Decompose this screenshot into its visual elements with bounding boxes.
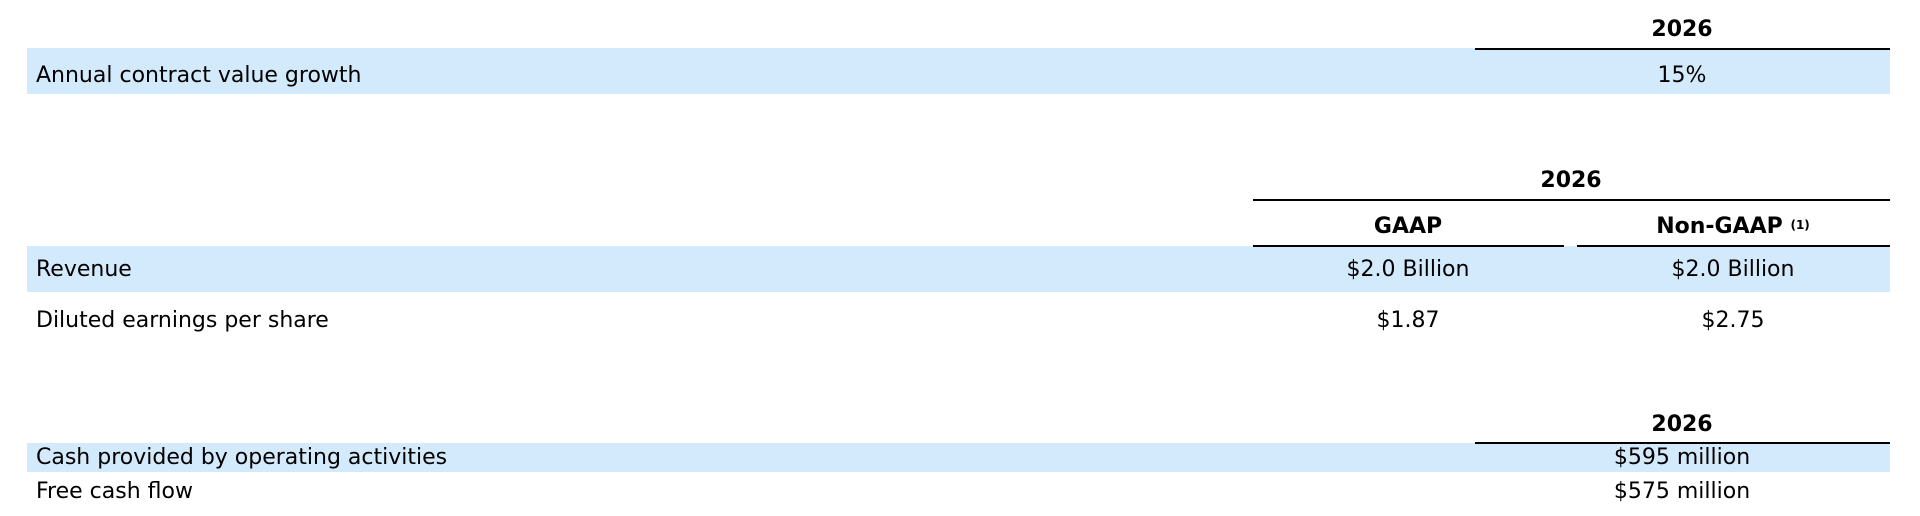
row-value: $1.87 — [1376, 308, 1440, 333]
highlight-row — [27, 48, 1890, 94]
highlight-row — [27, 443, 1890, 472]
header-rule — [1475, 48, 1890, 50]
row-value: $2.0 Billion — [1346, 257, 1470, 282]
row-value: 15% — [1657, 63, 1707, 88]
column-header-gaap: GAAP — [1373, 214, 1443, 239]
footnote-marker: (1) — [1790, 218, 1810, 232]
row-value: $2.75 — [1701, 308, 1765, 333]
non-gaap-rule — [1577, 245, 1890, 247]
row-value: $595 million — [1613, 445, 1751, 470]
row-label: Diluted earnings per share — [36, 308, 329, 333]
row-label: Free cash flow — [36, 479, 193, 504]
column-header-non-gaap: Non-GAAP (1) — [1656, 214, 1810, 240]
year-header: 2026 — [1540, 168, 1602, 193]
year-header: 2026 — [1651, 17, 1713, 42]
row-label: Annual contract value growth — [36, 63, 362, 88]
row-value: $575 million — [1613, 479, 1751, 504]
highlight-row — [27, 246, 1890, 292]
header-rule — [1475, 442, 1890, 444]
column-label: Non-GAAP — [1656, 214, 1783, 239]
header-rule — [1253, 199, 1890, 201]
row-value: $2.0 Billion — [1671, 257, 1795, 282]
year-header: 2026 — [1651, 412, 1713, 437]
gaap-rule — [1253, 245, 1564, 247]
row-label: Cash provided by operating activities — [36, 445, 448, 470]
row-label: Revenue — [36, 257, 132, 282]
